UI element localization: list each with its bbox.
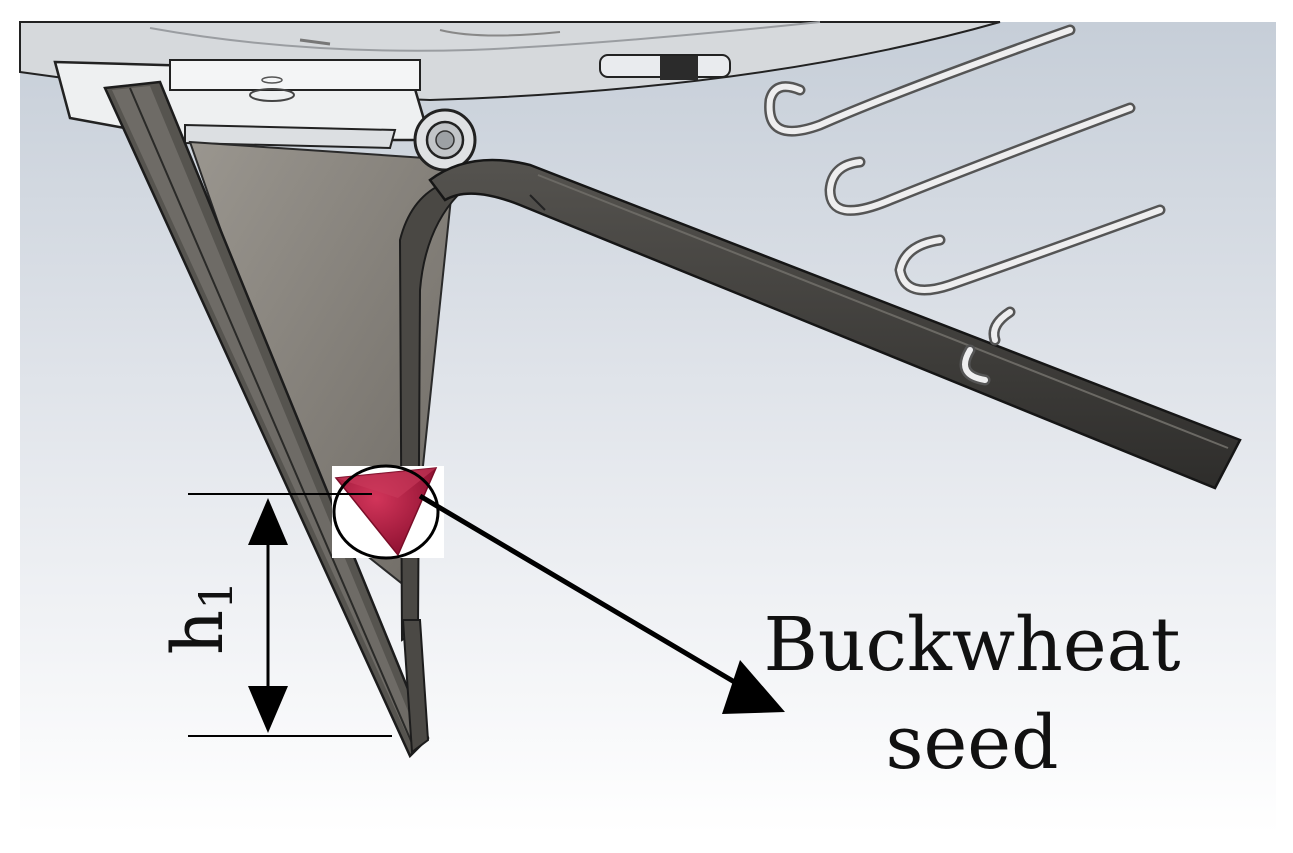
spring-wires xyxy=(764,24,1166,386)
pivot-pin xyxy=(413,108,477,172)
dimension-label: h1 xyxy=(157,581,243,655)
seed-arm xyxy=(428,158,1242,490)
dimension-h1 xyxy=(188,493,392,737)
dimension-label-main: h xyxy=(157,610,239,655)
dimension-label-subscript: 1 xyxy=(189,581,243,610)
callout-label-line1: Buckwheat xyxy=(764,602,1181,688)
callout-label-line2: seed xyxy=(886,700,1059,786)
seed-callout-circle xyxy=(332,464,440,560)
seed-callout-arrow xyxy=(418,493,785,714)
